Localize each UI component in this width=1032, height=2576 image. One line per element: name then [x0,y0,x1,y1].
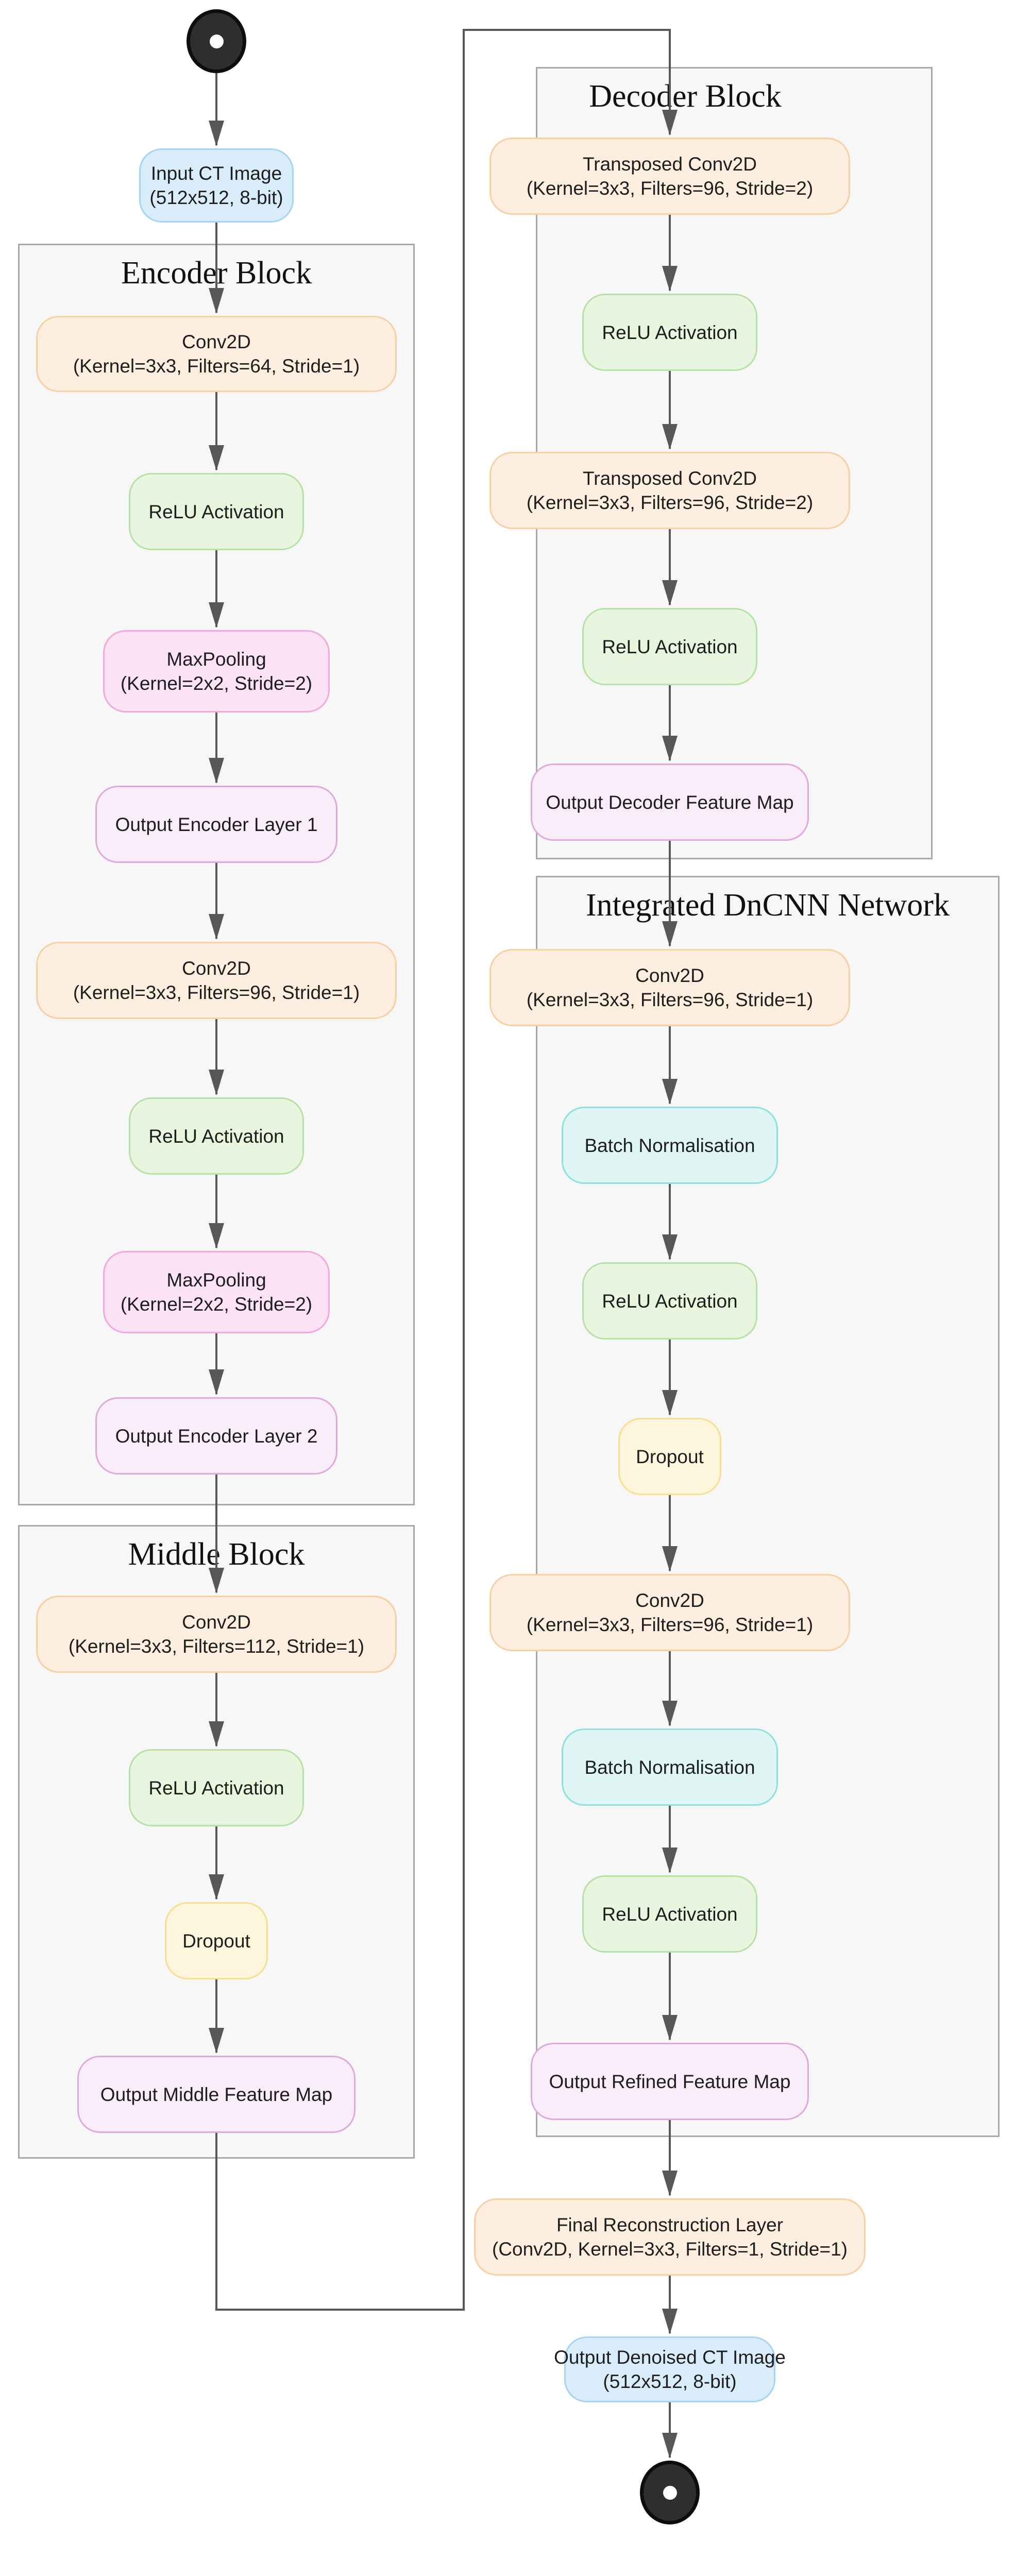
node-label: Output Denoised CT Image [554,2347,786,2368]
node-mid-relu: ReLU Activation [129,1749,304,1826]
node-label: Conv2D [182,1612,251,1633]
node-dec-relu1: ReLU Activation [582,294,757,371]
node-enc-maxpool2: MaxPooling (Kernel=2x2, Stride=2) [103,1251,330,1333]
node-sublabel: (Kernel=3x3, Filters=64, Stride=1) [73,355,360,377]
node-output-decoder-feature-map: Output Decoder Feature Map [531,764,809,841]
node-dncnn-dropout: Dropout [618,1418,721,1495]
node-output-denoised-ct-image: Output Denoised CT Image (512x512, 8-bit… [554,2336,786,2402]
node-label: Final Reconstruction Layer [556,2214,784,2235]
node-label: MaxPooling [166,1269,266,1291]
node-dncnn-conv2: Conv2D (Kernel=3x3, Filters=96, Stride=1… [489,1574,850,1651]
node-sublabel: (Kernel=3x3, Filters=96, Stride=2) [526,178,814,199]
node-enc-maxpool1: MaxPooling (Kernel=2x2, Stride=2) [103,630,330,713]
node-sublabel: (512x512, 8-bit) [149,187,283,208]
node-label: ReLU Activation [602,1290,738,1312]
node-dec-tconv2: Transposed Conv2D (Kernel=3x3, Filters=9… [489,452,850,529]
node-dec-relu2: ReLU Activation [582,608,757,685]
dncnn-network-title: Integrated DnCNN Network [586,888,950,923]
node-dec-tconv1: Transposed Conv2D (Kernel=3x3, Filters=9… [489,138,850,215]
node-output-encoder-layer-2: Output Encoder Layer 2 [95,1397,337,1475]
node-enc-relu2: ReLU Activation [129,1097,304,1175]
start-node-dot [209,34,224,48]
node-sublabel: (Kernel=2x2, Stride=2) [120,673,313,694]
node-label: Input CT Image [150,163,282,184]
node-mid-conv: Conv2D (Kernel=3x3, Filters=112, Stride=… [36,1596,397,1673]
node-sublabel: (Kernel=3x3, Filters=96, Stride=2) [526,492,814,513]
node-label: ReLU Activation [148,1125,284,1147]
node-label: Dropout [636,1446,704,1467]
node-label: Batch Normalisation [584,1756,755,1778]
node-label: Conv2D [635,965,704,986]
end-node-dot [663,2485,677,2500]
node-dncnn-conv1: Conv2D (Kernel=3x3, Filters=96, Stride=1… [489,949,850,1026]
node-label: ReLU Activation [602,636,738,657]
node-sublabel: (Kernel=3x3, Filters=112, Stride=1) [68,1636,365,1657]
node-label: MaxPooling [166,649,266,670]
node-label: Batch Normalisation [584,1134,755,1156]
node-label: Output Encoder Layer 1 [115,814,318,835]
node-output-refined-feature-map: Output Refined Feature Map [531,2043,809,2120]
node-input-ct-image: Input CT Image (512x512, 8-bit) [139,148,294,223]
node-enc-conv2: Conv2D (Kernel=3x3, Filters=96, Stride=1… [36,942,397,1019]
node-output-encoder-layer-1: Output Encoder Layer 1 [95,786,337,863]
start-node [187,9,246,73]
node-sublabel: (512x512, 8-bit) [603,2371,737,2392]
node-label: Output Refined Feature Map [549,2071,791,2092]
node-sublabel: (Kernel=3x3, Filters=96, Stride=1) [526,1614,814,1635]
node-label: Output Encoder Layer 2 [115,1425,318,1447]
node-dncnn-batchnorm2: Batch Normalisation [562,1728,778,1806]
node-label: ReLU Activation [148,501,284,522]
node-label: Transposed Conv2D [583,468,757,489]
node-dncnn-relu1: ReLU Activation [582,1262,757,1340]
node-label: Transposed Conv2D [583,154,757,175]
node-mid-dropout: Dropout [165,1902,268,1979]
node-label: Conv2D [182,958,251,979]
node-label: ReLU Activation [602,1903,738,1925]
node-label: ReLU Activation [602,321,738,343]
node-label: Conv2D [635,1590,704,1611]
node-final-reconstruction-layer: Final Reconstruction Layer (Conv2D, Kern… [474,2198,866,2276]
node-output-middle-feature-map: Output Middle Feature Map [77,2056,356,2133]
node-label: ReLU Activation [148,1777,284,1799]
node-label: Output Decoder Feature Map [546,791,794,813]
node-label: Conv2D [182,331,251,352]
node-label: Output Middle Feature Map [100,2083,333,2105]
decoder-block-title: Decoder Block [589,79,782,114]
node-sublabel: (Kernel=2x2, Stride=2) [120,1294,313,1315]
node-enc-conv1: Conv2D (Kernel=3x3, Filters=64, Stride=1… [36,316,397,392]
node-enc-relu1: ReLU Activation [129,473,304,550]
node-dncnn-relu2: ReLU Activation [582,1875,757,1953]
node-label: Dropout [182,1930,250,1952]
end-node [640,2461,700,2524]
node-sublabel: (Kernel=3x3, Filters=96, Stride=1) [526,989,814,1010]
node-dncnn-batchnorm1: Batch Normalisation [562,1107,778,1184]
edge-midout-decoder [215,29,678,2311]
node-sublabel: (Conv2D, Kernel=3x3, Filters=1, Stride=1… [492,2239,848,2260]
node-sublabel: (Kernel=3x3, Filters=96, Stride=1) [73,982,360,1003]
